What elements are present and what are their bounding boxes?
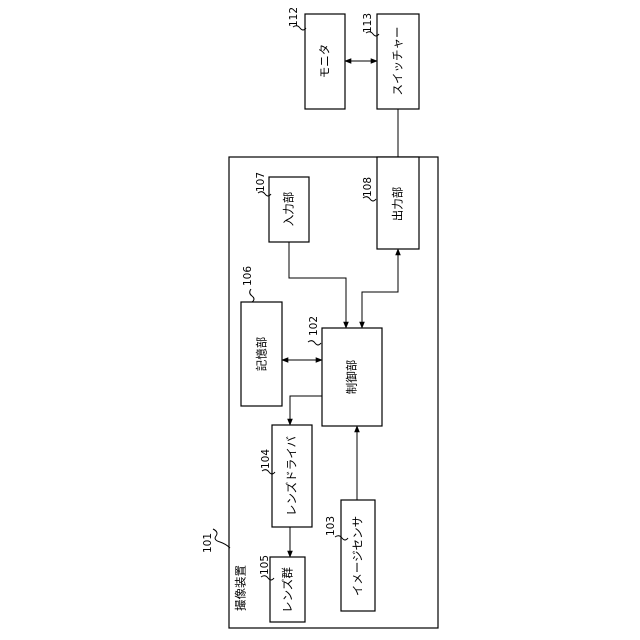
ref-107: 107 bbox=[256, 172, 267, 192]
output-unit-label: 出力部 bbox=[392, 187, 404, 222]
lens-driver-label: レンズドライバ bbox=[286, 436, 298, 516]
leader-102 bbox=[308, 341, 321, 345]
control-to-driver-arrow bbox=[290, 396, 322, 425]
ref-103: 103 bbox=[326, 516, 337, 536]
leader-101 bbox=[213, 529, 230, 548]
control-unit-label: 制御部 bbox=[346, 360, 358, 395]
input-unit-label: 入力部 bbox=[283, 192, 295, 227]
ref-102: 102 bbox=[309, 316, 320, 336]
device-title: 撮像装置 bbox=[235, 565, 247, 611]
storage-unit-label: 記憶部 bbox=[256, 337, 268, 372]
ref-112: 112 bbox=[289, 7, 300, 27]
ref-108: 108 bbox=[363, 177, 374, 197]
ref-104: 104 bbox=[261, 449, 272, 469]
image-sensor-label: イメージセンサ bbox=[352, 516, 364, 596]
ref-106: 106 bbox=[243, 266, 254, 286]
lens-group-label: レンズ群 bbox=[282, 567, 294, 613]
monitor-label: モニタ bbox=[319, 44, 331, 79]
switcher-label: スイッチャー bbox=[392, 27, 404, 96]
output-control-link bbox=[362, 249, 398, 328]
ref-113: 113 bbox=[363, 13, 374, 33]
ref-101: 101 bbox=[203, 533, 214, 553]
leader-108 bbox=[363, 197, 376, 201]
leader-106 bbox=[250, 289, 254, 302]
ref-105: 105 bbox=[260, 555, 271, 575]
